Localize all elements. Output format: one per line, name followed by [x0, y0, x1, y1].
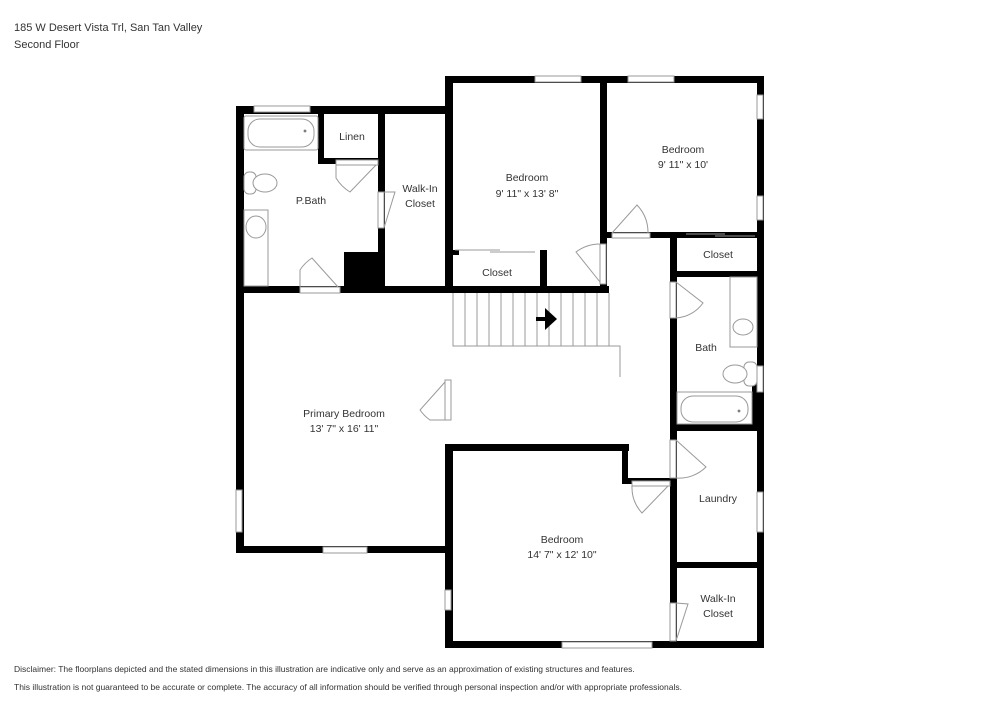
doors [299, 159, 755, 642]
room-label-walkin-2b: Closet [703, 608, 733, 620]
room-dims-primary-bedroom: 13' 7" x 16' 11" [310, 423, 379, 435]
room-dims-bedroom-3: 9' 11" x 10' [658, 159, 708, 171]
room-label-bedroom-3: Bedroom [662, 144, 705, 156]
floor-label: Second Floor [14, 39, 80, 51]
sink-icon [732, 318, 754, 336]
fixtures [243, 115, 758, 425]
room-labels: Linen P.Bath Walk-In Closet Bedroom 9' 1… [296, 131, 738, 620]
stairs [452, 293, 621, 377]
room-label-closet-1: Closet [482, 267, 512, 279]
room-label-walkin-2: Walk-In [700, 593, 735, 605]
room-label-closet-2: Closet [703, 249, 733, 261]
address-title: 185 W Desert Vista Trl, San Tan Valley [14, 22, 203, 34]
sink-icon [245, 215, 267, 239]
room-label-walkin-1b: Closet [405, 198, 435, 210]
bathtub-icon [247, 118, 315, 148]
arrow-right-icon [536, 308, 557, 330]
room-label-primary-bedroom: Primary Bedroom [303, 408, 385, 420]
disclaimer-line-2: This illustration is not guaranteed to b… [14, 682, 682, 692]
room-label-bedroom-2: Bedroom [506, 172, 549, 184]
room-dims-bedroom-2: 9' 11" x 13' 8" [496, 188, 559, 200]
room-label-laundry: Laundry [699, 493, 738, 505]
disclaimer-line-1: Disclaimer: The floorplans depicted and … [14, 664, 635, 674]
room-label-pbath: P.Bath [296, 195, 326, 207]
room-label-walkin-1: Walk-In [402, 183, 437, 195]
bathtub-icon [680, 395, 749, 423]
room-dims-bedroom-4: 14' 7" x 12' 10" [527, 549, 597, 561]
windows [235, 75, 764, 649]
room-label-bath: Bath [695, 342, 717, 354]
room-label-bedroom-4: Bedroom [541, 534, 584, 546]
room-label-linen: Linen [339, 131, 365, 143]
